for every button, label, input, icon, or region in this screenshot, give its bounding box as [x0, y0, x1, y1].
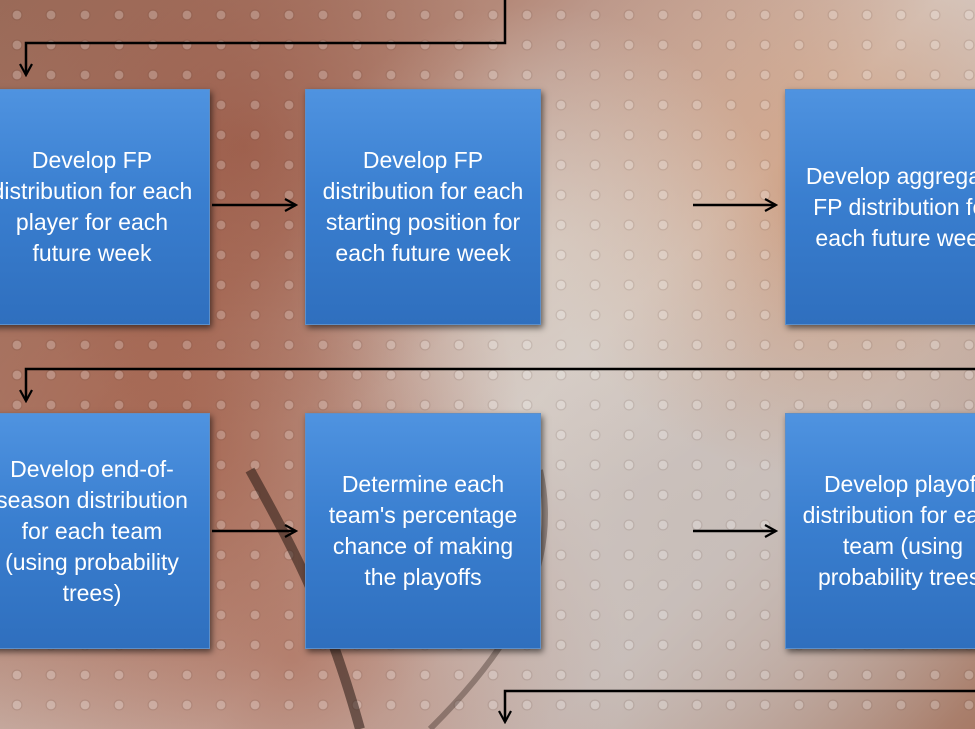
- connector-arrow-row-wrap: [26, 367, 975, 401]
- step-box-playoff-chance: Determine each team's percentage chance …: [305, 413, 541, 649]
- step-box-end-of-season-distribution: Develop end-of-season distribution for e…: [0, 413, 210, 649]
- step-text: Develop FP distribution for each player …: [0, 147, 193, 266]
- step-box-playoff-distribution: Develop playoff distribution for each te…: [785, 413, 975, 649]
- connector-arrow-top: [26, 0, 507, 75]
- step-box-player-distribution: Develop FP distribution for each player …: [0, 89, 210, 325]
- step-text: Develop end-of-season distribution for e…: [0, 455, 188, 606]
- connector-arrow-bottom: [505, 689, 975, 722]
- step-text: Develop aggregate FP distribution for ea…: [805, 162, 975, 251]
- step-text: Develop playoff distribution for each te…: [802, 471, 975, 590]
- step-box-aggregate-distribution: Develop aggregate FP distribution for ea…: [785, 89, 975, 325]
- step-text: Determine each team's percentage chance …: [328, 471, 518, 590]
- step-box-position-distribution: Develop FP distribution for each startin…: [305, 89, 541, 325]
- step-text: Develop FP distribution for each startin…: [322, 147, 524, 266]
